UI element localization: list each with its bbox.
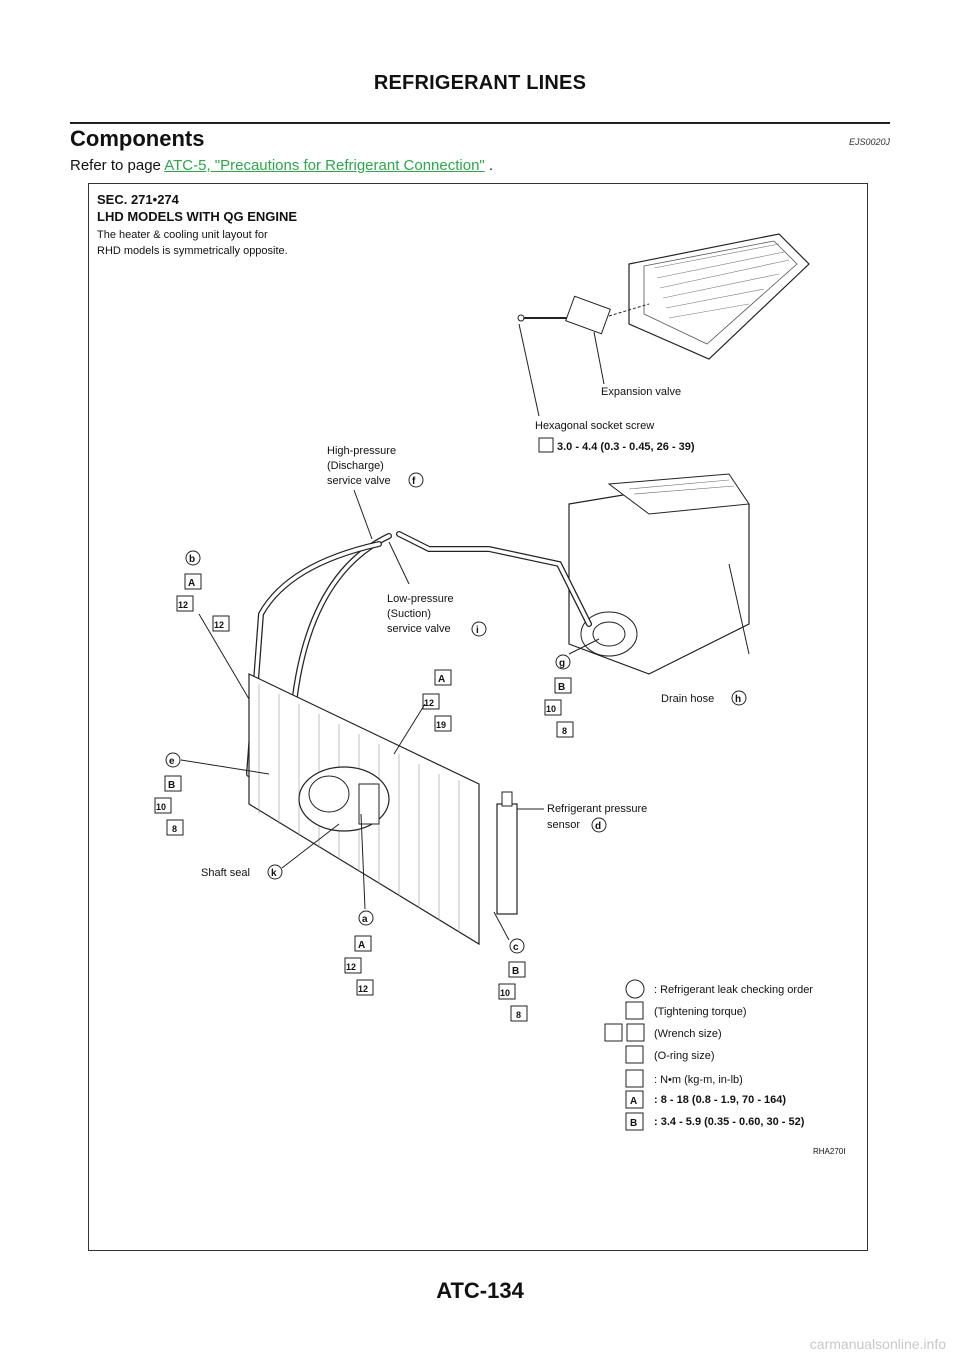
legend-A-box: A xyxy=(630,1096,637,1107)
refer-prefix: Refer to page xyxy=(70,157,165,174)
legend-oring: (O-ring size) xyxy=(654,1050,715,1062)
label-drain-hose: Drain hose xyxy=(661,693,714,705)
label-hp1: High-pressure xyxy=(327,445,396,457)
header-rule xyxy=(70,122,890,124)
legend-wrench-icon xyxy=(625,1069,644,1088)
label-hex-screw: Hexagonal socket screw xyxy=(535,420,654,432)
refer-link[interactable]: ATC-5, "Precautions for Refrigerant Conn… xyxy=(164,157,485,174)
label-lp1: Low-pressure xyxy=(387,593,454,605)
marker-g: g xyxy=(559,658,565,669)
marker-g-10: 10 xyxy=(546,704,556,714)
evaporator-drawing xyxy=(517,233,810,360)
section-code: EJS0020J xyxy=(848,137,890,147)
heater-cooling-unit xyxy=(568,473,750,675)
legend-wrench: (Wrench size) xyxy=(654,1028,722,1040)
marker-c-B: B xyxy=(512,966,519,977)
page-number: ATC-134 xyxy=(436,1278,524,1303)
component-diagram: SEC. 271•274 LHD MODELS WITH QG ENGINE T… xyxy=(97,192,845,1156)
marker-b-12a: 12 xyxy=(178,600,188,610)
marker-g-8: 8 xyxy=(562,726,567,736)
marker-a-12a: 12 xyxy=(346,962,356,972)
legend-A-val: : 8 - 18 (0.8 - 1.9, 70 - 164) xyxy=(654,1094,786,1106)
page-header-title: REFRIGERANT LINES xyxy=(373,72,587,94)
marker-c: c xyxy=(513,942,519,953)
label-hex-torque: 3.0 - 4.4 (0.3 - 0.45, 26 - 39) xyxy=(557,441,695,453)
marker-i-A: A xyxy=(438,674,445,685)
figure-frame: SEC. 271•274 LHD MODELS WITH QG ENGINE T… xyxy=(88,183,868,1251)
leader-expansion xyxy=(593,331,605,385)
label-lp3: service valve xyxy=(387,623,451,635)
marker-b-12b: 12 xyxy=(214,620,224,630)
figure-id: RHA270I xyxy=(813,1147,845,1156)
legend-wrench-box1 xyxy=(604,1023,623,1042)
label-expansion-valve: Expansion valve xyxy=(601,386,681,398)
fig-note2: RHD models is symmetrically opposite. xyxy=(97,245,288,257)
marker-i-19: 19 xyxy=(436,720,446,730)
marker-i-12: 12 xyxy=(424,698,434,708)
marker-h: h xyxy=(735,694,741,705)
torque-icon xyxy=(538,437,554,453)
label-hp3: service valve xyxy=(327,475,391,487)
label-sensor1: Refrigerant pressure xyxy=(547,803,647,815)
marker-e-B: B xyxy=(168,780,175,791)
marker-b-A: A xyxy=(188,578,195,589)
label-shaft-seal: Shaft seal xyxy=(201,867,250,879)
legend-circle-icon xyxy=(625,979,645,999)
marker-g-B: B xyxy=(558,682,565,693)
marker-f-circle xyxy=(408,472,424,488)
condenser-drawing xyxy=(248,673,518,946)
fig-note1: The heater & cooling unit layout for xyxy=(97,229,268,241)
label-hp2: (Discharge) xyxy=(327,460,384,472)
marker-i-circle xyxy=(471,621,487,637)
marker-d: d xyxy=(595,821,601,832)
label-lp2: (Suction) xyxy=(387,608,431,620)
marker-a-12b: 12 xyxy=(358,984,368,994)
fig-sec: SEC. 271•274 xyxy=(97,192,180,207)
legend-wrench-box2 xyxy=(626,1023,645,1042)
marker-a: a xyxy=(362,914,368,925)
marker-c-8: 8 xyxy=(516,1010,521,1020)
marker-b: b xyxy=(189,554,195,565)
leader-hex xyxy=(518,323,540,417)
legend-order: : Refrigerant leak checking order xyxy=(654,984,813,996)
legend-torque: (Tightening torque) xyxy=(654,1006,747,1018)
marker-e: e xyxy=(169,756,175,767)
marker-i: i xyxy=(476,625,479,636)
marker-e-10: 10 xyxy=(156,802,166,812)
marker-a-A: A xyxy=(358,940,365,951)
fig-model: LHD MODELS WITH QG ENGINE xyxy=(97,209,297,224)
marker-c-10: 10 xyxy=(500,988,510,998)
marker-k: k xyxy=(271,868,277,879)
watermark: carmanualsonline.info xyxy=(809,1336,946,1352)
legend-oring-box xyxy=(625,1045,644,1064)
legend-B-box: B xyxy=(630,1118,637,1129)
marker-e-8: 8 xyxy=(172,824,177,834)
marker-f: f xyxy=(412,476,416,487)
label-sensor2: sensor xyxy=(547,819,580,831)
legend-B-val: : 3.4 - 5.9 (0.35 - 0.60, 30 - 52) xyxy=(654,1116,805,1128)
legend-units: : N•m (kg-m, in-lb) xyxy=(654,1074,743,1086)
leader-hp xyxy=(353,489,373,540)
legend-torque-box xyxy=(625,1001,644,1020)
refer-suffix: . xyxy=(484,157,494,174)
refer-line: Refer to page ATC-5, "Precautions for Re… xyxy=(70,157,493,174)
legend: : Refrigerant leak checking order (Tight… xyxy=(604,979,813,1131)
section-title: Components xyxy=(70,126,205,151)
leader-lp xyxy=(388,541,410,585)
